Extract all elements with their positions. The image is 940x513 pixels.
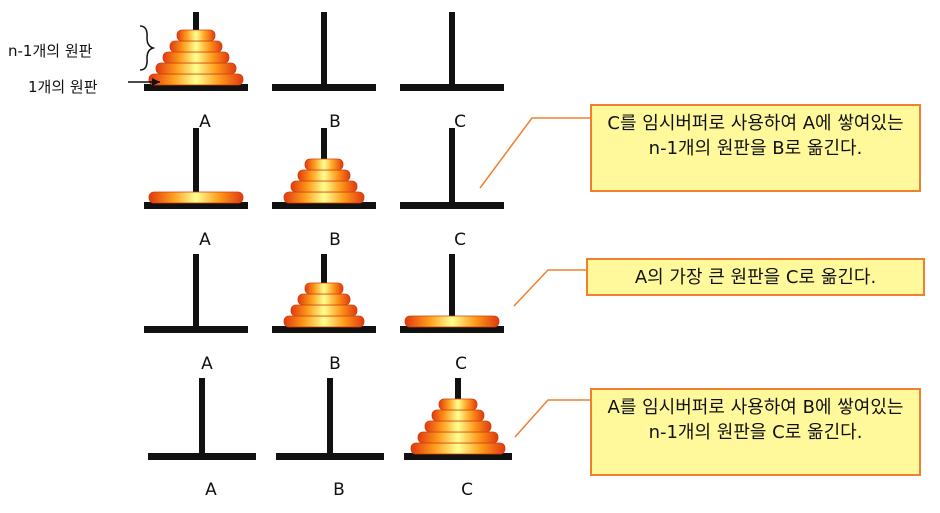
row1-peg-a-base <box>144 84 248 91</box>
row4-peg-a-base <box>148 453 256 460</box>
row2-peg-label-b: B <box>329 230 341 250</box>
row3-peg-c-pole <box>449 254 455 328</box>
row3-peg-a-pole <box>193 254 199 328</box>
n-minus-1-discs-label: n-1개의 원판 <box>8 42 93 60</box>
callout-1-leader <box>479 117 590 189</box>
step-2-callout: A의 가장 큰 원판을 C로 옮긴다. <box>586 258 925 296</box>
callout-2-leader <box>513 269 586 307</box>
row4-peg-c-disc-3 <box>424 420 492 433</box>
row1-peg-c-pole <box>449 12 455 86</box>
row4-peg-c-disc-4 <box>431 409 485 422</box>
step-3-callout: A를 임시버퍼로 사용하여 B에 쌓여있는 n-1개의 원판을 C로 옮긴다. <box>590 388 921 476</box>
one-disc-label: 1개의 원판 <box>28 78 98 96</box>
row1-peg-label-a: A <box>199 112 211 132</box>
row2-peg-a-base <box>144 202 248 209</box>
row4-peg-c-disc-5 <box>438 398 478 411</box>
row4-peg-c-base <box>404 453 512 460</box>
callout-3-leader <box>514 399 590 438</box>
arrowhead-icon <box>152 78 160 86</box>
brace-icon <box>139 25 156 71</box>
row3-peg-label-a: A <box>201 354 213 374</box>
row4-peg-label-c: C <box>461 480 473 500</box>
row3-peg-label-c: C <box>455 354 467 374</box>
row3-peg-c-disc-1 <box>404 315 500 328</box>
row3-peg-b-disc-2 <box>290 304 358 317</box>
row2-peg-a-disc-1 <box>148 191 244 204</box>
row3-peg-a-base <box>144 326 248 333</box>
row2-peg-label-a: A <box>199 230 211 250</box>
row1-peg-a-disc-5 <box>176 29 216 42</box>
row2-peg-a-pole <box>193 128 199 204</box>
row1-peg-a-disc-1 <box>148 73 244 86</box>
row1-peg-a-disc-2 <box>155 62 237 75</box>
row1-peg-a-disc-3 <box>162 51 230 64</box>
row2-peg-b-disc-3 <box>297 169 351 182</box>
row4-peg-b-base <box>276 453 384 460</box>
row2-peg-c-pole <box>449 128 455 204</box>
row2-peg-b-disc-4 <box>304 158 344 171</box>
row4-peg-b-pole <box>327 378 333 455</box>
row4-peg-c-disc-2 <box>417 431 499 444</box>
row1-peg-b-pole <box>321 12 327 86</box>
step-1-callout: C를 임시버퍼로 사용하여 A에 쌓여있는 n-1개의 원판을 B로 옮긴다. <box>590 104 921 192</box>
row2-peg-b-disc-2 <box>290 180 358 193</box>
row4-peg-c-disc-1 <box>410 442 506 455</box>
row4-peg-a-pole <box>199 378 205 455</box>
row2-peg-c-base <box>400 202 504 209</box>
row3-peg-b-disc-3 <box>297 293 351 306</box>
row4-peg-label-a: A <box>205 480 217 500</box>
row2-peg-label-c: C <box>454 230 466 250</box>
row1-peg-label-c: C <box>454 112 466 132</box>
row2-peg-b-disc-1 <box>283 191 365 204</box>
row1-peg-label-b: B <box>329 112 341 132</box>
row3-peg-label-b: B <box>329 354 341 374</box>
row4-peg-label-b: B <box>333 480 345 500</box>
row3-peg-c-base <box>400 326 504 333</box>
row1-peg-b-base <box>272 84 376 91</box>
row3-peg-b-disc-4 <box>304 282 344 295</box>
row1-peg-a-disc-4 <box>169 40 223 53</box>
row1-peg-c-base <box>400 84 504 91</box>
row3-peg-b-disc-1 <box>283 315 365 328</box>
row2-peg-b-base <box>272 202 376 209</box>
row3-peg-b-base <box>272 326 376 333</box>
